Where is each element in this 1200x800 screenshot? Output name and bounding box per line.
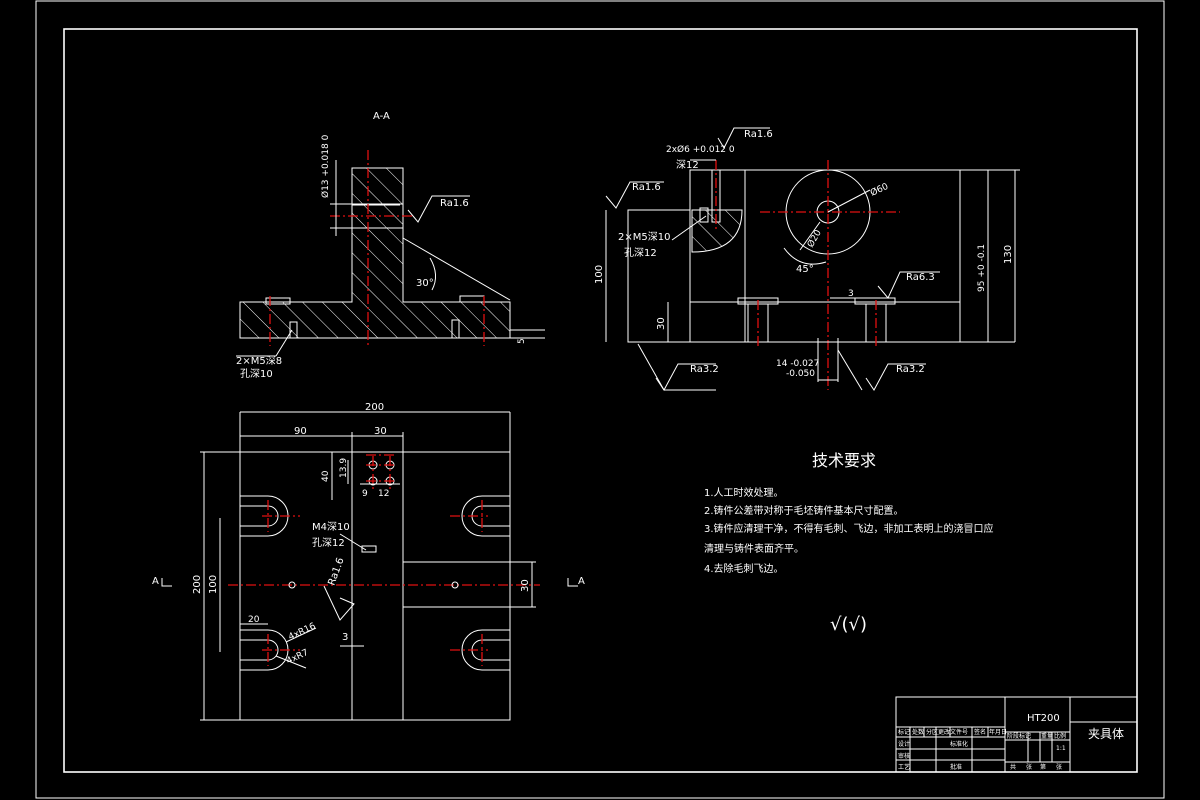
tech-title: 技术要求 (812, 451, 876, 470)
front-slot-label-1: 14 -0.027 (776, 359, 819, 369)
front-dim-130: 130 (1003, 245, 1014, 264)
front-dim-30: 30 (656, 317, 667, 330)
sheet-cell-2: 张 (1026, 763, 1032, 771)
drawing-frame (63, 28, 1138, 773)
front-tol-label: 2xØ6 +0.012 0 (666, 144, 735, 155)
header-cell-4: 更改文件号 (938, 728, 968, 736)
front-ra-top: Ra1.6 (744, 129, 773, 140)
header-cell-5: 签名 (974, 728, 986, 736)
title-block: HT200 夹具体 1:1 标记 处数 分区 更改文件号 签名 年月日 设计 审… (895, 696, 1138, 773)
row-label-2: 审核 (898, 752, 910, 760)
tech-item-1: 1.人工时效处理。 (704, 486, 784, 499)
scale: 1:1 (1056, 745, 1066, 752)
roughness-symbol: √(√) (830, 614, 867, 635)
plan-sec-right: A (578, 576, 585, 587)
header-cell-6: 年月日 (989, 728, 1007, 736)
small-label-1: 标准化 (950, 740, 968, 748)
plan-note-m4: M4深10 (312, 521, 350, 533)
tech-item-2: 2.铸件公差带对称于毛坯铸件基本尺寸配置。 (704, 504, 904, 517)
tech-item-5: 4.去除毛刺飞边。 (704, 562, 784, 575)
front-ra-left: Ra1.6 (632, 182, 661, 193)
sheet-border (35, 0, 1165, 799)
left-tol-label: Ø13 +0.018 0 (320, 134, 331, 198)
small-label-2: 批准 (950, 763, 962, 771)
front-hole-note-2: 孔深12 (624, 247, 657, 259)
front-depth-label: 深12 (676, 159, 699, 171)
front-dim-95: 95 +0 -0.1 (977, 244, 987, 292)
header-cell-2: 处数 (912, 728, 924, 736)
front-ra-bottom-right: Ra3.2 (896, 364, 925, 375)
section-label: A-A (373, 111, 390, 122)
plan-dim-30-top: 30 (374, 426, 387, 437)
tech-item-4: 清理与铸件表面齐平。 (704, 542, 804, 555)
left-ra-top: Ra1.6 (440, 198, 469, 209)
front-view: Ø60 Ø20 45° 14 -0.027 -0.050 2xØ6 +0.012… (594, 127, 1020, 391)
plan-dim-12: 12 (378, 489, 389, 499)
left-angle: 30° (416, 278, 434, 289)
front-ra-bottom-left: Ra3.2 (690, 364, 719, 375)
plan-note-hole: 孔深12 (312, 537, 345, 549)
plan-dim-9: 9 (362, 489, 368, 499)
left-dim-5: 5 (517, 338, 527, 344)
stage-cell-2: 重量 (1041, 732, 1053, 740)
tech-requirements: 技术要求 1.人工时效处理。 2.铸件公差带对称于毛坯铸件基本尺寸配置。 3.铸… (704, 451, 994, 635)
left-hole-note-2: 孔深10 (240, 368, 273, 380)
left-hole-note-1: 2×M5深8 (236, 355, 282, 367)
row-label-1: 设计 (898, 740, 910, 748)
plan-dim-200-top: 200 (365, 402, 384, 413)
plan-sec-left: A (152, 576, 159, 587)
front-dia-60: Ø60 (869, 181, 891, 199)
front-dim-100: 100 (594, 265, 605, 284)
plan-dim-20: 20 (248, 615, 260, 625)
plan-view: 200 90 30 40 13.9 9 12 200 100 M4深10 孔深1… (152, 402, 585, 721)
front-ra-mid: Ra6.3 (906, 272, 935, 283)
header-cell-3: 分区 (926, 728, 938, 736)
tech-item-3: 3.铸件应清理干净，不得有毛刺、飞边，非加工表明上的浇冒口应 (704, 522, 994, 535)
plan-dim-30-right: 30 (520, 579, 531, 592)
part-name: 夹具体 (1088, 727, 1124, 741)
front-slot-label-2: -0.050 (786, 369, 815, 379)
plan-dim-3: 3 (342, 632, 348, 643)
plan-dim-13-9: 13.9 (339, 458, 349, 478)
sheet-cell-4: 张 (1056, 763, 1062, 771)
row-label-3: 工艺 (898, 763, 910, 771)
plan-dim-200-left: 200 (192, 575, 203, 594)
section-a-a-view: A-A Ø13 +0.018 0 Ra1.6 30° 5 2×M5深8 (236, 111, 545, 380)
stage-cell-1: 阶段标记 (1007, 732, 1031, 740)
sheet-cell-1: 共 (1010, 763, 1016, 771)
plan-dim-40: 40 (321, 470, 331, 482)
front-dim-3: 3 (848, 289, 854, 299)
plan-r16: 4xR16 (287, 621, 318, 642)
front-hole-note-1: 2×M5深10 (618, 231, 670, 243)
header-cell-1: 标记 (898, 728, 910, 736)
plan-r7: 4xR7 (285, 648, 310, 667)
plan-dim-100: 100 (208, 575, 219, 594)
material: HT200 (1027, 713, 1060, 724)
front-angle: 45° (796, 264, 814, 275)
plan-dim-90: 90 (294, 426, 307, 437)
stage-cell-3: 比例 (1054, 732, 1066, 740)
sheet-cell-3: 第 (1040, 763, 1046, 771)
plan-ra: Ra1.6 (326, 556, 346, 587)
